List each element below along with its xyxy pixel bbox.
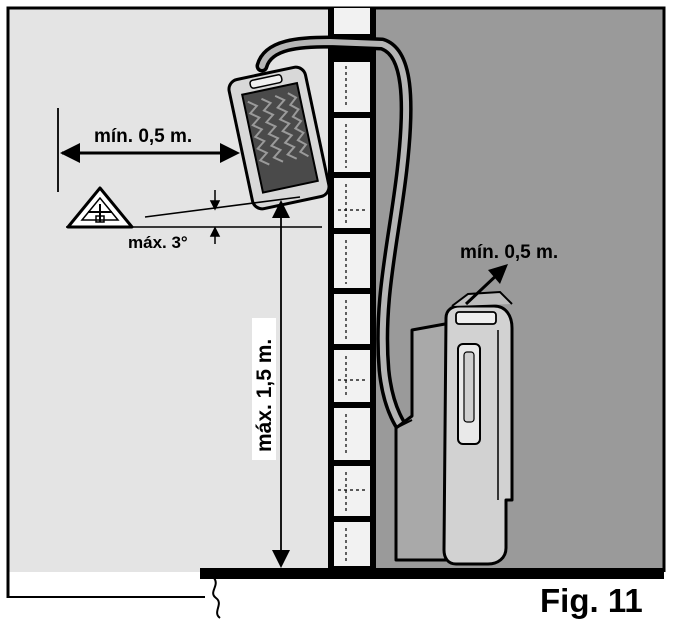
height-dimension bbox=[272, 200, 290, 568]
refrigerant-hose bbox=[255, 35, 417, 443]
figure-label: Fig. 11 bbox=[540, 582, 643, 619]
tilt-label: máx. 3° bbox=[128, 233, 188, 252]
floor bbox=[200, 568, 664, 579]
outdoor-clearance-dimension bbox=[57, 108, 240, 192]
outdoor-unit bbox=[227, 65, 331, 211]
wall bbox=[328, 8, 376, 570]
indoor-unit bbox=[394, 290, 514, 566]
height-label: máx. 1,5 m. bbox=[253, 339, 276, 452]
tilt-line bbox=[144, 196, 301, 218]
outdoor-clearance-label: mín. 0,5 m. bbox=[94, 126, 192, 147]
indoor-clearance-arrow bbox=[464, 264, 508, 306]
level-warning-icon bbox=[66, 186, 134, 229]
floor-break-line bbox=[212, 577, 221, 619]
tilt-arrows bbox=[209, 190, 221, 244]
height-label-background bbox=[252, 318, 276, 460]
indoor-clearance-label: mín. 0,5 m. bbox=[460, 242, 558, 263]
